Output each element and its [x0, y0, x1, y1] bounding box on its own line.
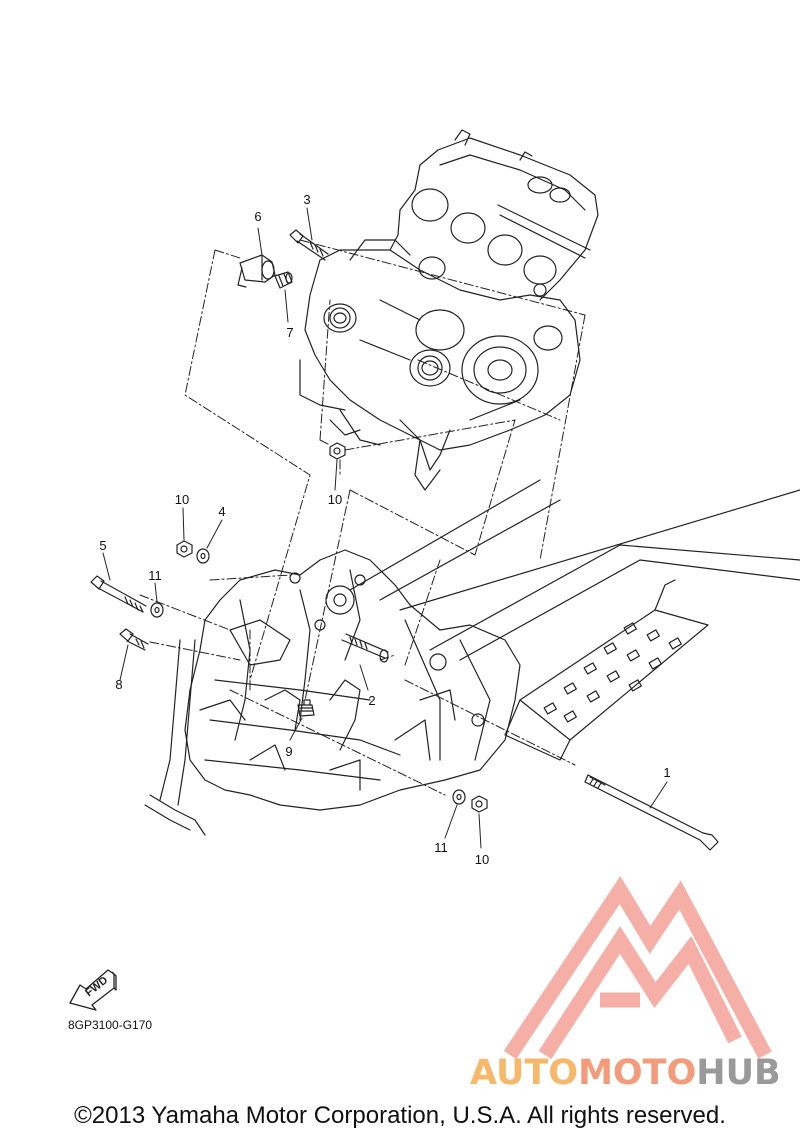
watermark-logo-icon — [503, 875, 772, 1060]
callout-5: 5 — [99, 538, 107, 553]
bolt-part-3 — [289, 229, 329, 261]
nut-part-10-upper — [329, 442, 346, 460]
callout-10-left: 10 — [174, 492, 190, 507]
frame-chassis — [144, 479, 800, 836]
running-board — [504, 579, 709, 761]
watermark-text-hub: HUB — [696, 1053, 781, 1093]
spacer-part-7 — [274, 271, 293, 289]
stud-part-9 — [297, 699, 315, 717]
callout-9: 9 — [285, 744, 293, 759]
callout-10-lower: 10 — [474, 852, 490, 867]
washer-part-11-right — [452, 789, 466, 805]
engine-mount-left — [329, 307, 351, 329]
callout-leaders — [102, 207, 668, 849]
callout-6: 6 — [254, 209, 262, 224]
nut-part-10-left — [176, 540, 193, 558]
engine-assembly — [299, 129, 599, 491]
fwd-arrow-icon: FWD — [69, 969, 117, 1011]
watermark-text: AUTOMOTOHUB — [470, 1053, 781, 1093]
alignment-lines — [139, 239, 586, 796]
engine-mount-right — [417, 355, 443, 381]
callout-1: 1 — [663, 765, 671, 780]
callout-11-left: 11 — [148, 568, 162, 583]
callout-8: 8 — [115, 677, 123, 692]
washer-part-11-left — [150, 602, 164, 618]
nut-part-10-lower — [471, 795, 488, 813]
callout-2: 2 — [368, 693, 376, 708]
watermark-text-moto: MOTO — [578, 1053, 697, 1093]
callout-7: 7 — [286, 325, 294, 340]
stud-part-2 — [341, 633, 389, 663]
callout-4: 4 — [218, 504, 226, 519]
bracket-part-6 — [237, 254, 276, 288]
long-bolt-part-1 — [584, 774, 719, 851]
callout-11-right: 11 — [434, 840, 448, 855]
callout-3: 3 — [303, 192, 311, 207]
diagram-code: 8GP3100-G170 — [68, 1018, 153, 1032]
bolt-part-5 — [90, 575, 147, 613]
callout-10-upper: 10 — [327, 492, 343, 507]
watermark-text-auto: AUTO — [470, 1053, 579, 1093]
washer-part-4 — [196, 548, 210, 564]
bolt-part-8 — [119, 628, 149, 651]
copyright-notice: ©2013 Yamaha Motor Corporation, U.S.A. A… — [74, 1102, 726, 1129]
